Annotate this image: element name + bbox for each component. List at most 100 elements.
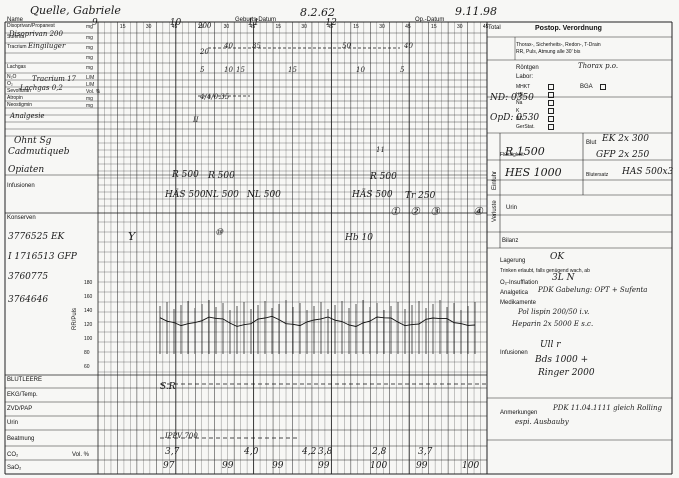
time-tick: 15: [197, 24, 204, 30]
drug-row-unit: mg: [86, 35, 93, 41]
labor-item-checkbox[interactable]: [548, 124, 554, 130]
bp-scale-tick: 80: [84, 350, 90, 356]
blut-label: Blut: [586, 140, 597, 146]
time-tick: 30: [379, 24, 385, 30]
time-tick: 30: [223, 24, 230, 30]
infusionen-value1: Ull r: [540, 340, 561, 350]
medikamente-label: Medikamente: [500, 300, 537, 306]
time-tick: 45: [171, 24, 178, 30]
hw-sufenta-note: Eingiluger: [28, 42, 66, 50]
bp-scale-tick: 180: [84, 280, 93, 286]
hw-konserve-circle: ⑩: [215, 228, 224, 238]
hw-dose-15b: 15: [288, 66, 297, 74]
sao2-value: 99: [416, 461, 428, 471]
total-label: Total: [488, 25, 501, 31]
labor-item-checkbox[interactable]: [548, 116, 554, 122]
drug-row-label: Sevofluran: [7, 88, 31, 94]
pulse-trace: [159, 315, 476, 327]
hour-mark: 12: [325, 18, 337, 28]
hw-tracrium-note: Tracrium 17: [32, 75, 76, 83]
time-tick: 15: [353, 24, 359, 30]
hour-mark: 9: [92, 18, 98, 28]
postop-monitoring2: RR, Puls, Atmung alle 30' bis: [516, 49, 581, 55]
hw-dose-40b: 40: [404, 42, 413, 50]
drug-row-label: Disoprivan/Propanest: [7, 23, 55, 29]
hw-circle-2: ②: [410, 205, 420, 218]
hw-op-nd: ND: 0350: [490, 93, 534, 103]
labor-item-checkbox[interactable]: [548, 108, 554, 114]
sao2-value: 100: [370, 461, 388, 471]
co2-value: 3,7: [418, 447, 433, 457]
infusionen-postop-label: Infusionen: [500, 350, 528, 356]
sao2-value: 100: [462, 461, 480, 471]
sao2-value: 99: [272, 461, 284, 471]
time-tick: 30: [456, 24, 463, 30]
blut-value2: GFP 2x 250: [596, 150, 650, 160]
hw-atropin-note: Analgesie: [10, 112, 45, 120]
drug-row-label: Atropin: [7, 95, 23, 101]
hw-dose-50: 50: [342, 42, 351, 50]
bga-label: BGA: [580, 84, 593, 90]
dob-value: 8.2.62: [300, 6, 335, 19]
hw-dose-40a: 40: [224, 42, 233, 50]
opdate-value: 9.11.98: [455, 5, 497, 18]
time-tick: 45: [482, 24, 489, 30]
bilanz-label: Bilanz: [502, 238, 519, 244]
hw-disoprivan-note: Disoprivan 200: [9, 30, 63, 38]
bp-scale-tick: 120: [84, 322, 93, 328]
labor-item-checkbox[interactable]: [548, 92, 554, 98]
bp-scale-tick: 160: [84, 294, 93, 300]
hw-inf-hes500b: HÄS 500: [352, 190, 393, 200]
co2-value: 4,2: [302, 447, 317, 457]
time-tick: 45: [405, 24, 411, 30]
infusionen-value2: Bds 1000 +: [535, 355, 589, 365]
patient-name: Quelle, Gabriele: [30, 4, 121, 17]
co2-value: 3,8: [318, 447, 333, 457]
anmerkungen-value2: espi. Ausbauby: [515, 418, 569, 426]
sao2-value: 97: [163, 461, 175, 471]
postop-monitoring: Thorax-, Sicherheits-, Redon-, T-Drain: [516, 42, 601, 48]
drug-row-unit: L/M: [86, 75, 95, 81]
hw-roman-2: II: [193, 116, 199, 124]
labor-item-checkbox[interactable]: [548, 84, 554, 90]
ekg-label: EKG/Temp.: [7, 392, 38, 398]
einfuhr-label: Einfuhr: [492, 170, 498, 190]
hw-inf-nl500: NL 500: [205, 190, 239, 200]
blutersatz-value: HAS 500x3: [622, 167, 674, 177]
hw-konserve-1: 3776525 EK: [8, 232, 65, 242]
sao2-value: 99: [222, 461, 234, 471]
bga-checkbox[interactable]: [600, 84, 606, 90]
hw-sevo-note: 4/4/0.35: [200, 93, 230, 101]
hw-dose-15: 15: [236, 66, 245, 74]
hw-konserve-2: I 1716513 GFP: [8, 252, 77, 262]
labor-item: GerStat.: [516, 124, 535, 130]
trinken-label: Trinken erlaubt, falls genügend wach, ab: [500, 268, 590, 274]
labor-item-checkbox[interactable]: [548, 100, 554, 106]
hw-inf-r500b: R 500: [208, 171, 235, 181]
drug-row-label: Sufenta: [7, 34, 25, 40]
hw-konserve-3: 3760775: [8, 272, 49, 282]
postop-title: Postop. Verordnung: [535, 25, 602, 32]
labor-item: Na: [516, 100, 523, 106]
co2-value: 2,8: [372, 447, 387, 457]
drug-row-unit: mg: [86, 45, 93, 51]
co2-label: CO₂: [7, 452, 19, 458]
blutleere-label: BLUTLEERE: [7, 377, 43, 383]
bp-scale-tick: 100: [84, 336, 93, 342]
bp-scale-tick: 140: [84, 308, 93, 314]
lagerung-value: OK: [550, 252, 565, 262]
name-label: Name: [7, 17, 24, 23]
hw-konserve-4: 3764646: [8, 295, 49, 305]
drug-row-label: Lachgas: [7, 64, 26, 70]
fl-value2: HES 1000: [505, 166, 562, 179]
hw-circle-3: ③: [430, 205, 440, 218]
hw-time-115: 11: [376, 146, 385, 154]
hw-infusion-note1: Ohnt Sg: [14, 136, 52, 146]
blutersatz-label: Blutersatz: [586, 172, 609, 178]
time-tick: 30: [301, 24, 307, 30]
hw-lachgas-note: Lachgas 0,2: [20, 84, 63, 92]
hw-hb-mark: Hb 10: [345, 233, 373, 243]
drug-row-unit: Vol. %: [86, 89, 101, 95]
labor-item: HB: [516, 92, 523, 98]
